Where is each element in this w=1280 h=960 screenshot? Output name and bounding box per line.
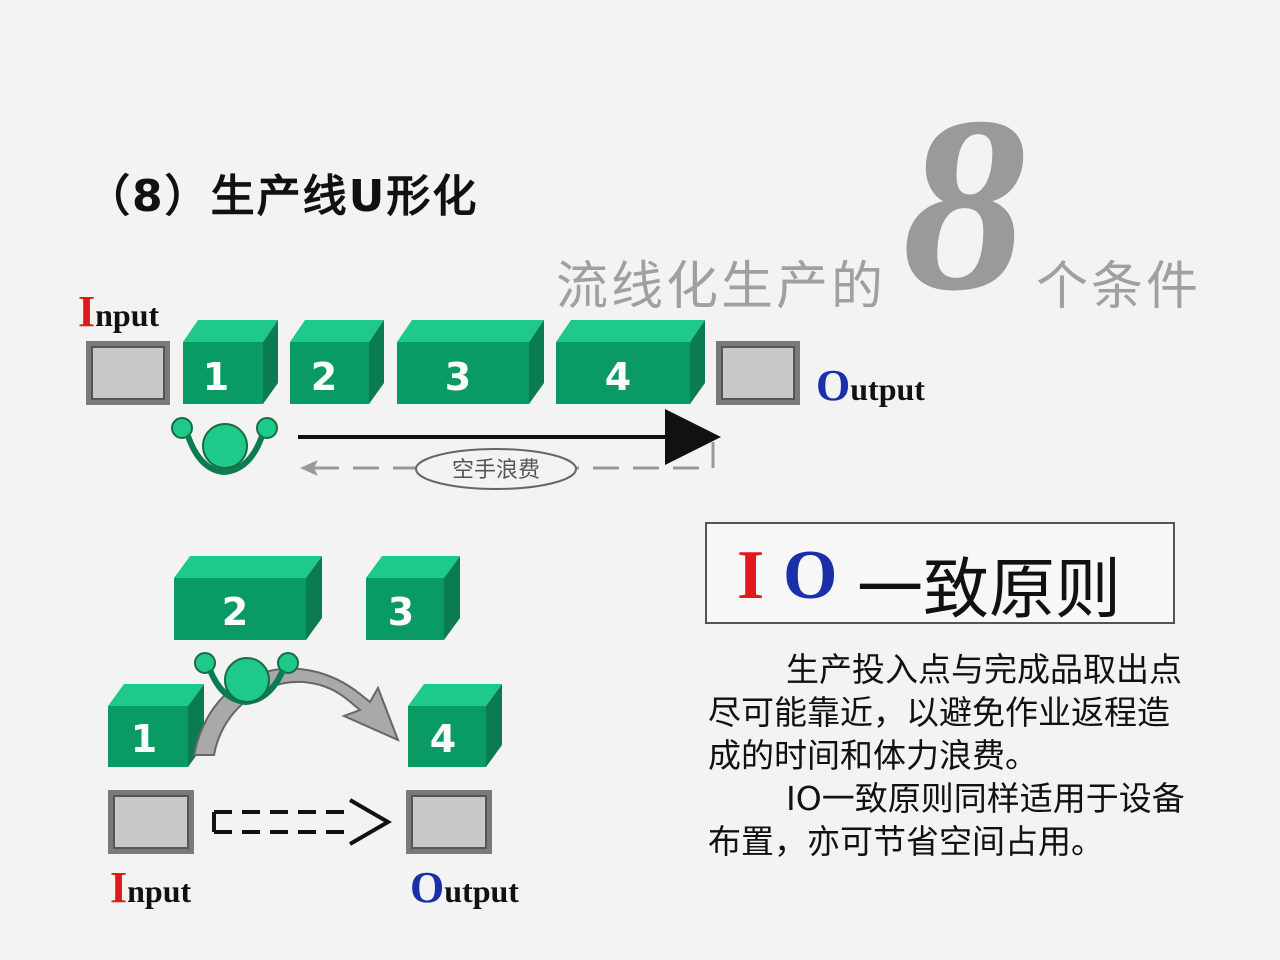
input-machine-box-icon [86, 341, 170, 405]
u-worker-icon [194, 652, 299, 706]
u-output-label-rest: utput [444, 873, 519, 909]
page-title: （8）生产线U形化 [86, 171, 479, 222]
u-input-label-cap: I [110, 863, 128, 912]
u-io-dashed-arrow-icon [212, 798, 392, 846]
u-station-2: 2 [174, 556, 322, 640]
top-station-4-label: 4 [605, 355, 631, 399]
output-machine-box-icon [716, 341, 800, 405]
u-station-1-label: 1 [131, 717, 157, 761]
waste-label: 空手浪费 [452, 458, 540, 483]
principle-text: 一致原则 [857, 551, 1121, 628]
top-station-3-label: 3 [445, 355, 471, 399]
top-output-label-rest: utput [850, 371, 925, 407]
top-input-label-rest: nput [95, 297, 160, 333]
principle-i: I [737, 537, 765, 614]
subtitle-right: 个条件 [1036, 257, 1202, 317]
u-station-2-label: 2 [222, 590, 248, 634]
top-station-1-label: 1 [203, 355, 229, 399]
top-output-label: Output [816, 360, 925, 411]
u-input-machine-box-icon [108, 790, 194, 854]
u-output-label-cap: O [410, 863, 445, 912]
top-station-1: 1 [183, 320, 278, 404]
description-paragraph-2: IO一致原则同样适用于设备布置，亦可节省空间占用。 [708, 779, 1185, 861]
description-paragraph-1: 生产投入点与完成品取出点尽可能靠近，以避免作业返程造成的时间和体力浪费。 [708, 650, 1182, 775]
principle-o: O [783, 537, 838, 614]
u-output-label: Output [410, 862, 519, 913]
u-output-machine-box-icon [406, 790, 492, 854]
u-input-label: Input [110, 862, 191, 913]
subtitle-left: 流线化生产的 [556, 257, 887, 317]
top-station-2-label: 2 [311, 355, 337, 399]
top-worker-icon [171, 417, 278, 476]
u-station-3: 3 [366, 556, 460, 640]
subtitle-number: 8 [902, 66, 1027, 343]
top-output-label-cap: O [816, 361, 851, 410]
description: 生产投入点与完成品取出点尽可能靠近，以避免作业返程造成的时间和体力浪费。 IO一… [708, 648, 1198, 863]
top-input-label: Input [78, 286, 159, 337]
top-station-4: 4 [556, 320, 705, 404]
u-input-label-rest: nput [127, 873, 192, 909]
top-input-label-cap: I [78, 287, 96, 336]
u-station-3-label: 3 [388, 590, 414, 634]
top-station-2: 2 [290, 320, 384, 404]
waste-label-ellipse [415, 448, 577, 490]
u-station-4-label: 4 [430, 717, 456, 761]
io-principle-box: I O 一致原则 [705, 522, 1175, 628]
top-station-3: 3 [397, 320, 544, 404]
u-station-4: 4 [408, 684, 502, 767]
u-station-1: 1 [108, 684, 204, 767]
